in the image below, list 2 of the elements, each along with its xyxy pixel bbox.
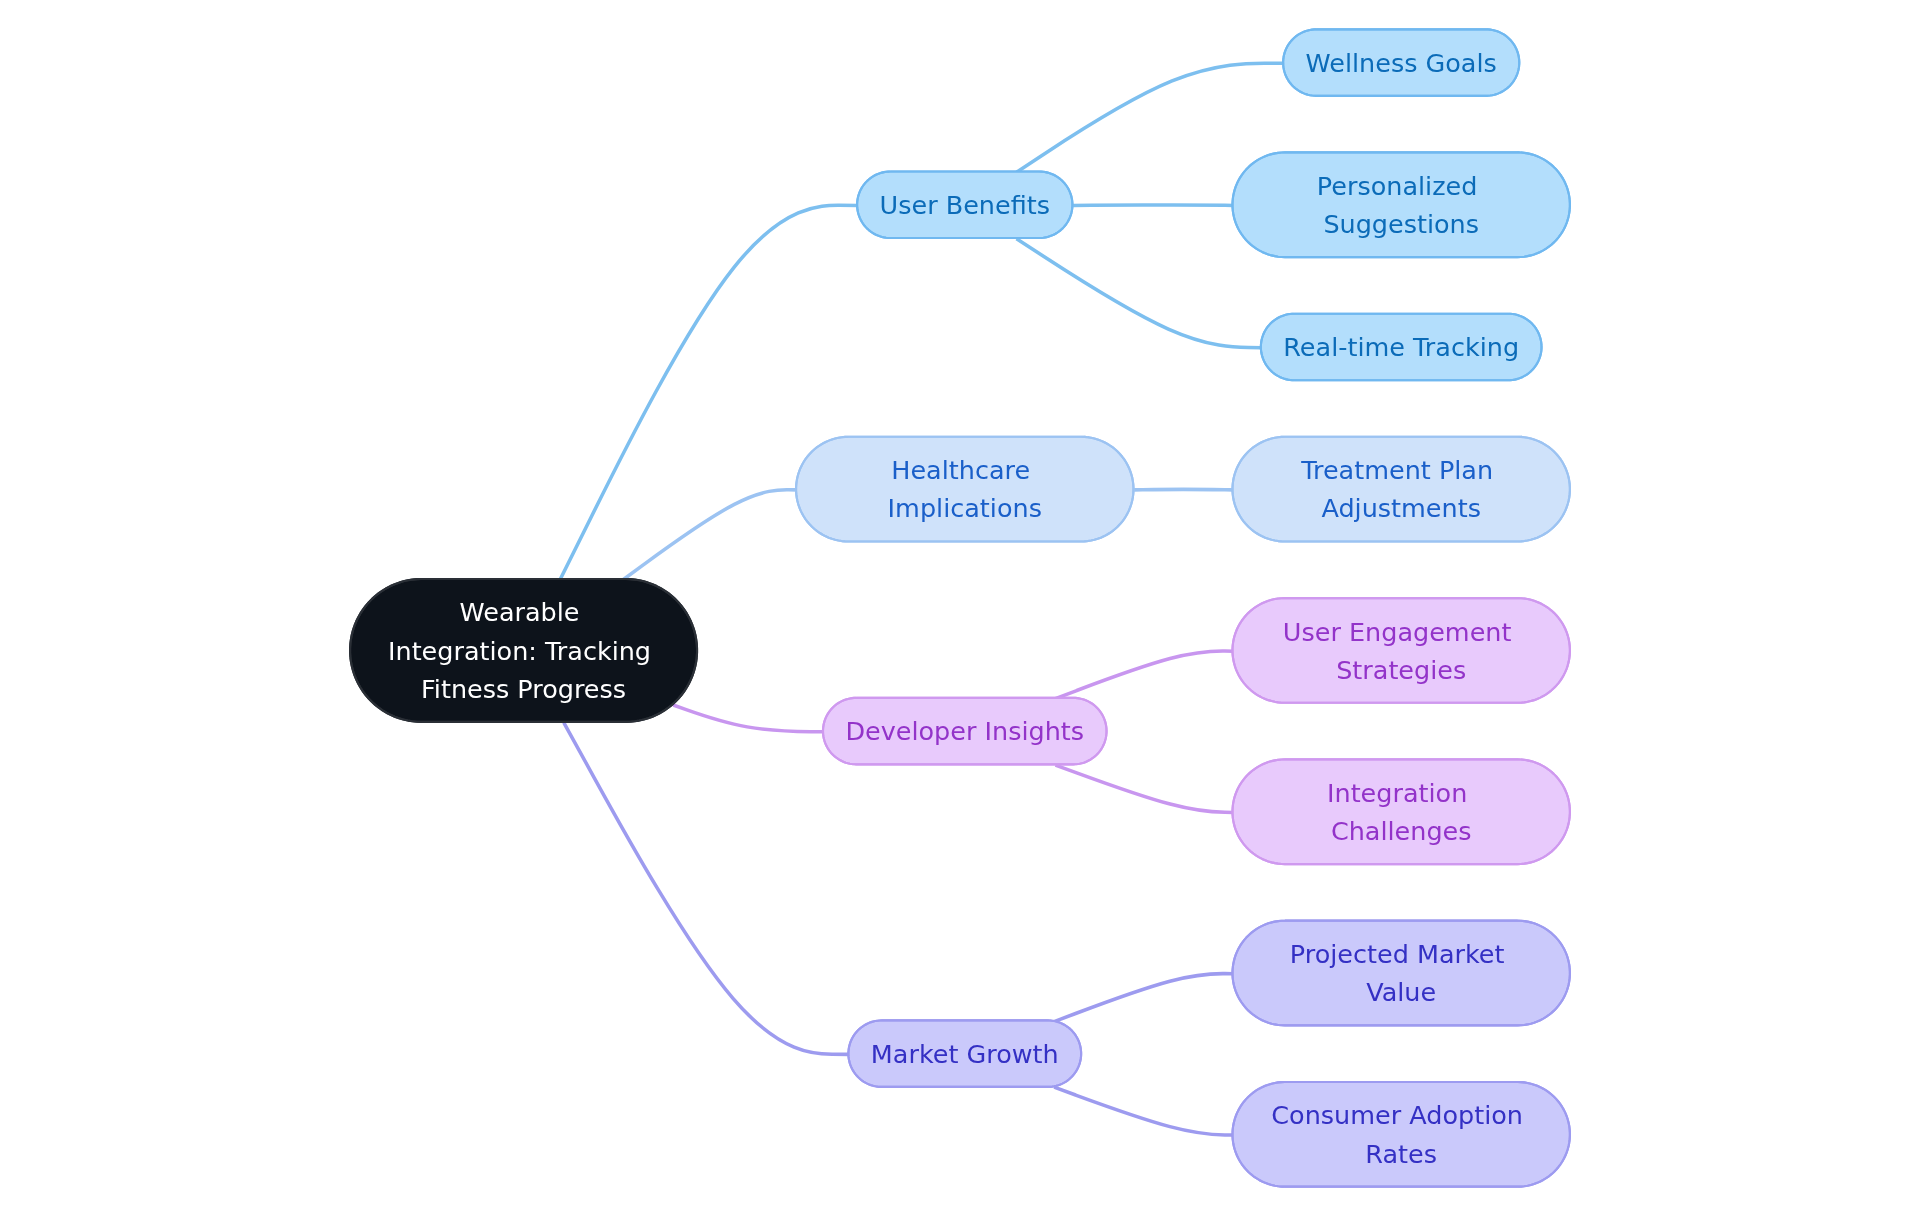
connector xyxy=(558,203,858,580)
connector xyxy=(672,702,824,734)
